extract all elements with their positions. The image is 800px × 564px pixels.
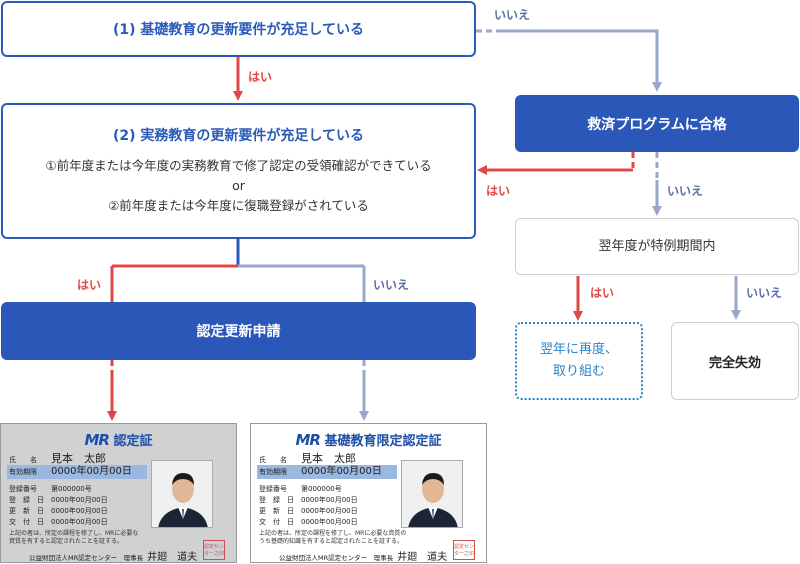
full-expire-label: 完全失効 <box>708 355 761 371</box>
issue-date-row: 交 付 日 0000年00月00日 <box>259 517 358 527</box>
reg-date-value: 0000年00月00日 <box>51 496 108 504</box>
reg-date-key: 登 録 日 <box>9 496 44 504</box>
mr-logo: MR <box>84 431 110 449</box>
retry-line-2: 取り組む <box>552 364 605 379</box>
special-period-label: 翌年度が特例期間内 <box>598 238 716 254</box>
relief-program-label: 救済プログラムに合格 <box>587 116 727 133</box>
limited-card-title-text: 基礎教育限定認定証 <box>324 434 442 449</box>
issue-value: 0000年00月00日 <box>51 518 108 526</box>
limited-card-title: MR 基礎教育限定認定証 <box>251 430 486 449</box>
name-row: 氏 名 見本 太郎 <box>259 450 356 466</box>
label-yes-step1: はい <box>248 70 273 84</box>
step2-condition-2: ②前年度または今年度に復職登録がされている <box>108 198 369 213</box>
portrait-photo <box>151 460 213 528</box>
retry-line-1: 翌年に再度、 <box>539 342 618 357</box>
reg-no-key: 登録番号 <box>9 485 37 493</box>
reg-no-row: 登録番号 第000000号 <box>9 484 92 494</box>
step2-box: (2) 実務教育の更新要件が充足している ①前年度または今年度の実務教育で修了認… <box>1 103 476 239</box>
card-note-2: 資質を有すると認定されたことを証する。 <box>9 538 124 545</box>
mr-logo: MR <box>295 431 321 449</box>
renewal-application-box: 認定更新申請 <box>1 302 476 360</box>
label-no-special: いいえ <box>746 286 783 300</box>
renew-key: 更 新 日 <box>9 507 44 515</box>
valid-key: 有効期限 <box>9 468 37 476</box>
step1-title: (1) 基礎教育の更新要件が充足している <box>113 22 364 38</box>
valid-until-row: 有効期限 0000年00月00日 <box>257 465 397 479</box>
card-note-1: 上記の者は、所定の課程を修了し、MRに必要な資質の <box>259 530 407 537</box>
reg-no-row: 登録番号 第000000号 <box>259 484 342 494</box>
name-key: 氏 名 <box>9 456 37 464</box>
reg-date-key: 登 録 日 <box>259 496 294 504</box>
label-no-relief: いいえ <box>667 184 704 198</box>
card-signer: 井廻 道夫 <box>397 552 448 563</box>
reg-no-value: 第000000号 <box>51 485 92 493</box>
card-note-1: 上記の者は、所定の課程を修了し、MRに必要な <box>9 530 139 537</box>
card-signer: 井廻 道夫 <box>147 552 198 563</box>
retry-next-year-box: 翌年に再度、 取り組む <box>515 322 643 400</box>
renew-value: 0000年00月00日 <box>301 507 358 515</box>
reg-date-row: 登 録 日 0000年00月00日 <box>9 495 108 505</box>
certificate-card: MR 認定証 氏 名 見本 太郎 有効期限 0000年00月00日 登録番号 第000… <box>0 423 237 563</box>
certificate-card-title-text: 認定証 <box>113 434 153 449</box>
step2-or: or <box>232 178 245 193</box>
label-no-step1: いいえ <box>494 8 531 22</box>
name-row: 氏 名 見本 太郎 <box>9 450 106 466</box>
card-footer: 公益財団法人MR認定センター 理事長井廻 道夫 <box>279 548 448 563</box>
person-icon <box>402 461 462 527</box>
reg-no-key: 登録番号 <box>259 485 287 493</box>
portrait-photo <box>401 460 463 528</box>
issue-key: 交 付 日 <box>259 518 294 526</box>
card-note-2: うち基礎的知識を有すると認定されたことを証する。 <box>259 538 404 545</box>
renewal-application-label: 認定更新申請 <box>196 324 281 340</box>
card-org: 公益財団法人MR認定センター 理事長 <box>29 554 144 562</box>
reg-date-value: 0000年00月00日 <box>301 496 358 504</box>
valid-value: 0000年00月00日 <box>301 466 382 477</box>
card-org: 公益財団法人MR認定センター 理事長 <box>279 554 394 562</box>
label-yes-relief: はい <box>486 184 511 198</box>
renew-value: 0000年00月00日 <box>51 507 108 515</box>
reg-no-value: 第000000号 <box>301 485 342 493</box>
person-icon <box>152 461 212 527</box>
label-no-step2: いいえ <box>373 278 410 292</box>
seal-stamp: 認定センター之印 <box>453 540 475 560</box>
step2-title: (2) 実務教育の更新要件が充足している <box>113 128 364 144</box>
step1-box: (1) 基礎教育の更新要件が充足している <box>1 1 476 57</box>
name-value: 見本 太郎 <box>301 452 356 465</box>
renew-date-row: 更 新 日 0000年00月00日 <box>9 506 108 516</box>
valid-key: 有効期限 <box>259 468 287 476</box>
issue-date-row: 交 付 日 0000年00月00日 <box>9 517 108 527</box>
full-expire-box: 完全失効 <box>671 322 799 400</box>
valid-until-row: 有効期限 0000年00月00日 <box>7 465 147 479</box>
limited-certificate-card: MR 基礎教育限定認定証 氏 名 見本 太郎 有効期限 0000年00月00日 登録… <box>250 423 487 563</box>
seal-stamp: 認定センター之印 <box>203 540 225 560</box>
label-yes-special: はい <box>590 286 615 300</box>
special-period-box: 翌年度が特例期間内 <box>515 218 799 275</box>
renew-date-row: 更 新 日 0000年00月00日 <box>259 506 358 516</box>
certificate-card-title: MR 認定証 <box>1 430 236 449</box>
card-footer: 公益財団法人MR認定センター 理事長井廻 道夫 <box>29 548 198 563</box>
relief-program-box: 救済プログラムに合格 <box>515 95 799 152</box>
name-value: 見本 太郎 <box>51 452 106 465</box>
reg-date-row: 登 録 日 0000年00月00日 <box>259 495 358 505</box>
renew-key: 更 新 日 <box>259 507 294 515</box>
valid-value: 0000年00月00日 <box>51 466 132 477</box>
name-key: 氏 名 <box>259 456 287 464</box>
issue-key: 交 付 日 <box>9 518 44 526</box>
issue-value: 0000年00月00日 <box>301 518 358 526</box>
step2-condition-1: ①前年度または今年度の実務教育で修了認定の受領確認ができている <box>45 158 432 173</box>
label-yes-step2: はい <box>77 278 102 292</box>
